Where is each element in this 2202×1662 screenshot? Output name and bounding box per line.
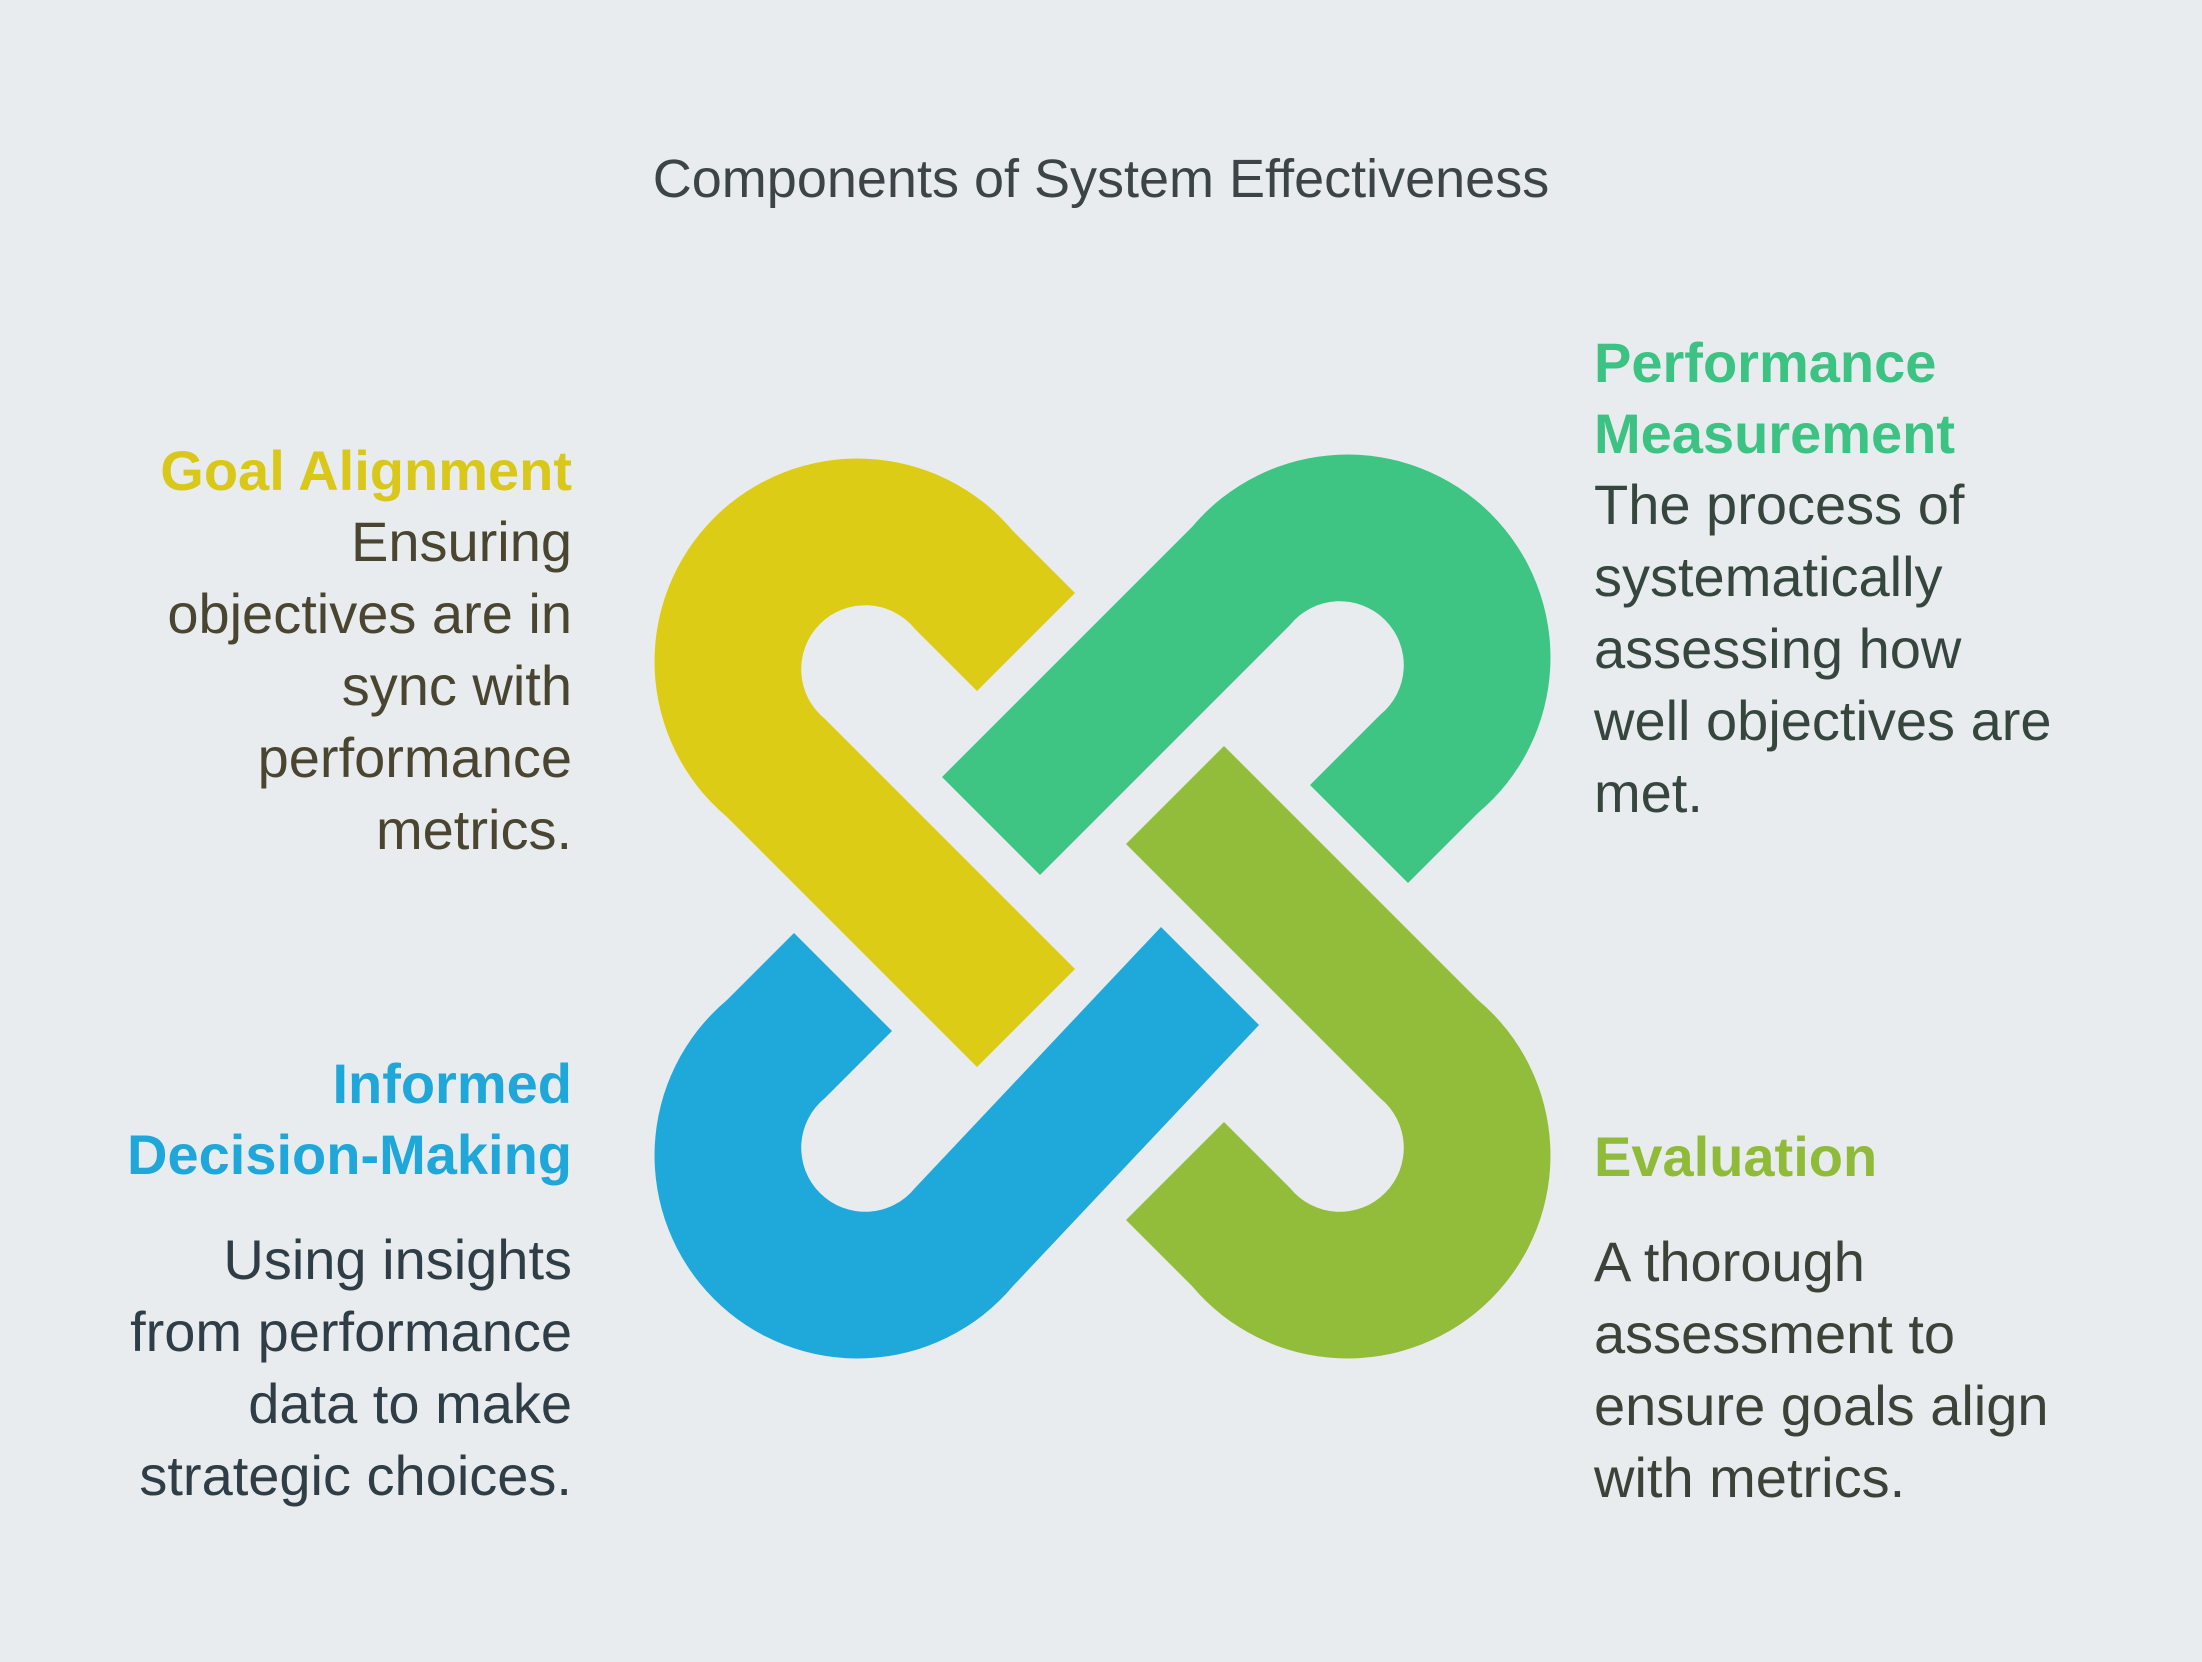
performance-measurement-line: met. [1594,761,1703,824]
evaluation-block: Evaluation A thorough assessment to ensu… [1594,1121,2154,1514]
evaluation-line: A thorough [1594,1230,1865,1293]
evaluation-link [1126,746,1551,1359]
evaluation-line: ensure goals align [1594,1374,2049,1437]
performance-measurement-heading-line: Measurement [1594,402,1956,465]
performance-measurement-line: systematically [1594,545,1943,608]
goal-alignment-line: metrics. [376,798,572,861]
goal-alignment-link [654,458,1075,1067]
performance-measurement-line: The process of [1594,473,1965,536]
informed-decision-making-heading-line: Informed [332,1052,572,1115]
goal-alignment-line: sync with [341,654,572,717]
evaluation-line: assessment to [1594,1302,1956,1365]
informed-decision-making-link [654,927,1259,1359]
goal-alignment-line: objectives are in [167,582,572,645]
goal-alignment-heading: Goal Alignment [160,439,572,502]
evaluation-line: with metrics. [1594,1446,1906,1509]
performance-measurement-block: Performance Measurement The process of s… [1594,327,2154,829]
diagram-title: Components of System Effectiveness [652,149,1550,209]
goal-alignment-line: Ensuring [350,510,572,573]
informed-decision-making-block: Informed Decision-Making Using insights … [12,1048,572,1512]
evaluation-heading: Evaluation [1594,1125,1878,1188]
goal-alignment-line: performance [257,726,572,789]
performance-measurement-link [942,454,1551,883]
informed-decision-making-line: Using insights [223,1228,572,1291]
performance-measurement-heading-line: Performance [1594,331,1937,394]
goal-alignment-block: Goal Alignment Ensuring objectives are i… [12,435,572,866]
performance-measurement-line: well objectives are [1594,689,2052,752]
informed-decision-making-line: strategic choices. [139,1444,572,1507]
informed-decision-making-line: from performance [130,1300,572,1363]
informed-decision-making-heading-line: Decision-Making [127,1123,572,1186]
performance-measurement-line: assessing how [1594,617,1962,680]
informed-decision-making-line: data to make [248,1372,572,1435]
